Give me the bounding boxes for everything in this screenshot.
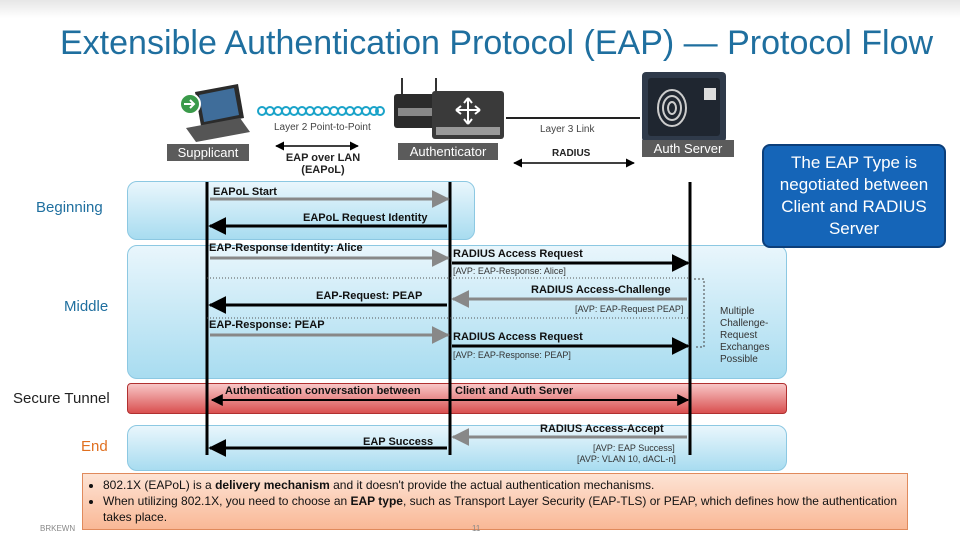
phase-middle: Middle — [64, 298, 109, 315]
eap-over-lan-text: EAP over LAN — [285, 152, 361, 164]
footer-session-id: BRKEWN — [40, 524, 76, 533]
phase-beginning: Beginning — [36, 199, 103, 216]
note-bullet-2: When utilizing 802.1X, you need to choos… — [103, 493, 899, 525]
msg-eapol-request-identity: EAPoL Request Identity — [303, 212, 428, 224]
eap-type-callout: The EAP Type is negotiated between Clien… — [762, 144, 946, 248]
authenticator-label: Authenticator — [398, 143, 498, 160]
msg-radius-access-request-2: RADIUS Access Request — [453, 331, 583, 343]
layer2-chain-icon — [257, 106, 385, 116]
radius-label: RADIUS — [552, 148, 591, 159]
msg-avp-response-alice: [AVP: EAP-Response: Alice] — [453, 266, 566, 276]
multiple-exchanges-note: Multiple Challenge- Request Exchanges Po… — [720, 306, 769, 366]
note-bold: EAP type — [350, 494, 403, 508]
note-line: Request — [720, 330, 758, 341]
phase-end: End — [81, 438, 108, 455]
layer2-link-label: Layer 2 Point-to-Point — [274, 122, 371, 133]
laptop-icon — [179, 84, 250, 142]
note-text: When utilizing 802.1X, you need to choos… — [103, 494, 351, 508]
page-number: 11 — [472, 524, 481, 533]
auth-server-icon — [642, 72, 726, 142]
msg-radius-access-request-1: RADIUS Access Request — [453, 248, 583, 260]
layer3-link-label: Layer 3 Link — [540, 124, 595, 135]
msg-radius-access-accept: RADIUS Access-Accept — [540, 423, 664, 435]
note-text: 802.1X (EAPoL) is a — [103, 478, 216, 492]
msg-avp-vlan: [AVP: VLAN 10, dACL-n] — [577, 454, 676, 464]
note-line: Possible — [720, 354, 758, 365]
note-line: Multiple — [720, 306, 755, 317]
phase-secure-tunnel: Secure Tunnel — [13, 390, 110, 407]
top-bar — [0, 0, 960, 18]
msg-avp-eap-success: [AVP: EAP Success] — [593, 443, 675, 453]
notes-box: 802.1X (EAPoL) is a delivery mechanism a… — [82, 473, 908, 530]
msg-avp-request-peap: [AVP: EAP-Request PEAP] — [575, 304, 684, 314]
beginning-band — [127, 181, 475, 240]
note-line: Exchanges — [720, 342, 770, 353]
eap-over-lan-label: EAP over LAN (EAPoL) — [281, 152, 365, 176]
note-line: Challenge- — [720, 318, 769, 329]
note-bold: delivery mechanism — [215, 478, 330, 492]
msg-eapol-start: EAPoL Start — [213, 186, 277, 198]
msg-avp-response-peap: [AVP: EAP-Response: PEAP] — [453, 350, 571, 360]
msg-eap-success: EAP Success — [363, 436, 434, 448]
router-icon — [432, 91, 504, 139]
note-bullet-1: 802.1X (EAPoL) is a delivery mechanism a… — [103, 477, 899, 493]
msg-eap-response-peap: EAP-Response: PEAP — [209, 319, 325, 331]
msg-eap-response-identity: EAP-Response Identity: Alice — [209, 242, 363, 254]
eapol-text: (EAPoL) — [301, 164, 345, 176]
note-text: and it doesn't provide the actual authen… — [329, 478, 655, 492]
supplicant-label: Supplicant — [167, 144, 249, 161]
slide-title: Extensible Authentication Protocol (EAP)… — [60, 24, 934, 62]
msg-tunnel-left: Authentication conversation between — [225, 385, 421, 397]
note-text: , such as Transport Layer Security (EAP-… — [103, 494, 897, 524]
msg-radius-access-challenge: RADIUS Access-Challenge — [531, 284, 671, 296]
msg-eap-request-peap: EAP-Request: PEAP — [316, 290, 423, 302]
multiple-exchanges-bracket — [694, 278, 705, 348]
msg-tunnel-right: Client and Auth Server — [455, 385, 574, 397]
auth-server-label: Auth Server — [642, 140, 734, 157]
